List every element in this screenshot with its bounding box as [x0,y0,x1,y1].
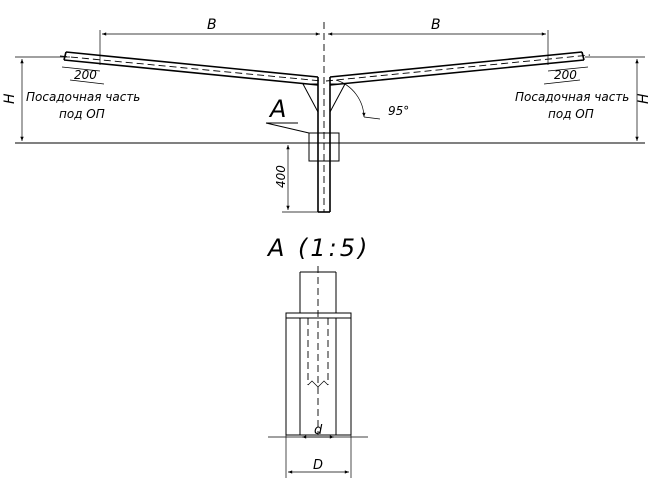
dim-D-large-label: D [313,458,323,473]
right-arm-end [581,51,585,61]
dim-400-label: 400 [274,165,288,188]
dim-b-right-label: B [431,17,441,33]
angle-arc [335,79,366,118]
dim-200-left-line [61,66,101,72]
right-gusset [329,83,346,113]
dim-h-right-label: H [636,93,652,104]
dim-200-left-label: 200 [74,68,97,82]
left-arm-end [63,51,67,61]
angle-leader [363,116,381,120]
detail-a-frame [308,132,340,162]
right-arm-top [329,51,583,78]
left-arm-axis [59,55,323,82]
dim-d-small-label: d [314,423,323,438]
dim-200-right-leader [543,79,581,85]
dim-200-right-label: 200 [554,68,577,82]
seat-left-label-2: под ОП [59,107,105,121]
detail-callout-label: A [268,95,286,123]
right-arm-bottom [329,59,585,86]
detail-a-leader [265,122,310,134]
seat-right-label-1: Посадочная часть [515,90,629,104]
detail-title: A (1:5) [266,234,370,262]
seat-right-label-2: под ОП [548,107,594,121]
dim-h-left-label: H [2,93,18,104]
left-arm-bottom [63,59,319,86]
angle-label: 95° [388,104,409,118]
left-gusset [302,83,319,113]
dim-b-left-label: B [207,17,217,33]
right-arm-axis [325,54,591,82]
detail-sleeve [285,312,352,436]
dim-200-left-leader [69,79,105,85]
seat-left-label-1: Посадочная часть [26,90,140,104]
detail-break-line [307,380,329,388]
dim-200-right-line [547,66,589,72]
left-arm-top [65,51,319,78]
